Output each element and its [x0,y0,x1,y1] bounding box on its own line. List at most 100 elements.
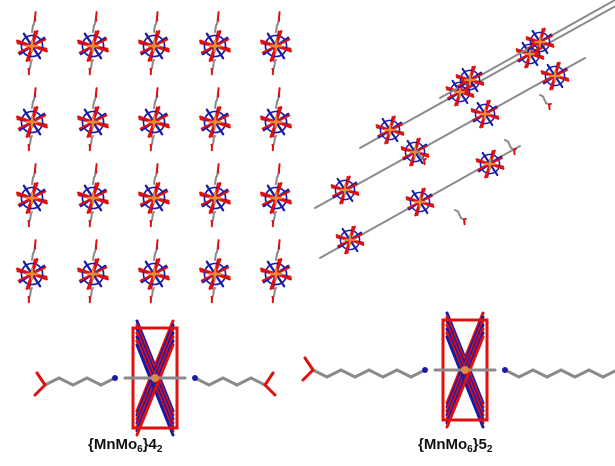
cluster [138,106,170,138]
organic-arm [210,135,216,152]
organic-arm [149,287,155,304]
organic-arm [271,211,277,228]
molecule-left [33,319,277,437]
organic-arm [149,211,155,228]
cluster [525,27,555,57]
organic-arm [92,239,98,261]
organic-arm [210,211,216,228]
cluster [330,175,360,205]
cluster [77,182,109,214]
caption-right: {MnMo6}52 [418,436,492,455]
cluster [77,106,109,138]
packing-view-right [314,0,615,259]
organic-arm [214,87,220,109]
organic-arm [210,287,216,304]
nitrogen-atom [112,375,118,381]
cluster [16,258,48,290]
caption-left-prefix: {MnMo [88,436,138,453]
cluster [16,106,48,138]
mnmo6-core [433,311,497,429]
organic-arm [88,287,94,304]
organic-arm [214,163,220,185]
nitrogen-atom [422,367,428,373]
organic-arm [92,11,98,33]
organic-arm [92,87,98,109]
organic-arm [31,239,37,261]
cluster [260,106,292,138]
organic-arm [153,239,159,261]
mn-atom [151,374,159,382]
cluster [138,30,170,62]
cluster [199,30,231,62]
organic-arm [539,94,552,111]
organic-arm [504,139,517,156]
organic-arm [153,11,159,33]
organic-arm [153,163,159,185]
cluster [199,182,231,214]
organic-arm [271,287,277,304]
organic-arm [88,135,94,152]
caption-left-mid: }4 [142,436,157,453]
organic-arm [414,149,427,166]
caption-right-prefix: {MnMo [418,436,468,453]
cluster [260,258,292,290]
packing-view-left [16,11,292,304]
nitrogen-atom [502,367,508,373]
caption-right-mid: }5 [472,436,487,453]
organic-arm [149,135,155,152]
organic-arm [149,59,155,76]
organic-arm [31,87,37,109]
organic-arm [275,239,281,261]
organic-arm [275,87,281,109]
left-chain [301,356,427,382]
cluster [138,258,170,290]
organic-arm [275,163,281,185]
cluster [470,99,500,129]
cluster [375,115,405,145]
organic-arm [271,59,277,76]
cluster [16,182,48,214]
cluster [335,225,365,255]
cluster [260,30,292,62]
organic-arm [31,163,37,185]
organic-arm [153,87,159,109]
caption-left: {MnMo6}42 [88,436,162,455]
organic-arm [27,135,33,152]
organic-arm [271,135,277,152]
cluster [455,65,485,95]
organic-arm [27,59,33,76]
organic-arm [88,59,94,76]
organic-arm [88,211,94,228]
organic-arm [92,163,98,185]
organic-arm [214,239,220,261]
organic-arm [210,59,216,76]
cluster [138,182,170,214]
right-chain [503,368,615,379]
cluster [199,106,231,138]
cluster [16,30,48,62]
mnmo6-core [123,319,187,437]
organic-arm [27,287,33,304]
caption-left-sub2: 2 [156,444,163,455]
cluster [77,258,109,290]
organic-arm [31,11,37,33]
caption-right-sub1: 6 [467,444,473,455]
caption-right-sub2: 2 [486,444,493,455]
cluster [405,187,435,217]
caption-left-sub1: 6 [137,444,143,455]
organic-arm [454,209,467,226]
mn-atom [461,366,469,374]
organic-arm [27,211,33,228]
left-chain [33,371,117,397]
organic-arm [275,11,281,33]
organic-arm [214,11,220,33]
cluster [475,149,505,179]
cluster [199,258,231,290]
right-chain [193,371,277,397]
molecule-right [301,311,615,429]
nitrogen-atom [192,375,198,381]
cluster [260,182,292,214]
cluster [540,61,570,91]
